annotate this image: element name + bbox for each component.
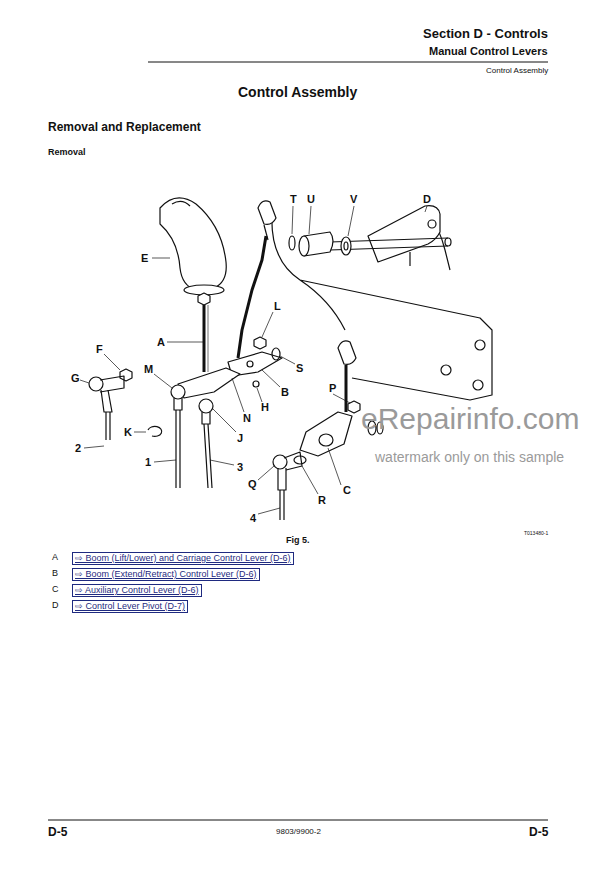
list-letter: C	[52, 585, 59, 595]
part-letter: D	[423, 193, 431, 205]
link-box: ⇨ Control Lever Pivot (D-7)	[72, 600, 188, 613]
callout-number: 4	[250, 512, 256, 524]
part-letter: Q	[248, 478, 257, 490]
list-letter: D	[52, 601, 59, 611]
watermark: eRepairinfo.com	[361, 402, 579, 435]
link-box: ⇨ Boom (Lift/Lower) and Carriage Control…	[72, 552, 294, 565]
part-letter: E	[141, 252, 148, 264]
link-text: ⇨ Boom (Lift/Lower) and Carriage Control…	[75, 553, 291, 563]
link-text: ⇨ Auxiliary Control Lever (D-6)	[75, 585, 199, 595]
part-letter: C	[343, 484, 351, 496]
link-text: ⇨ Boom (Extend/Retract) Control Lever (D…	[75, 569, 257, 579]
drawing-number: T013480-1	[524, 531, 548, 537]
link-text: ⇨ Control Lever Pivot (D-7)	[75, 601, 185, 611]
part-letter: K	[124, 426, 132, 438]
page-number: D-5	[529, 826, 548, 839]
part-letter: V	[350, 193, 357, 205]
list-letter: A	[52, 553, 58, 563]
watermark: watermark only on this sample	[375, 450, 564, 465]
procedure-heading: Removal	[48, 148, 86, 158]
part-letter: G	[71, 372, 80, 384]
section-heading: Section D - Controls	[423, 27, 548, 41]
callout-number: 1	[145, 456, 151, 468]
callout-number: 3	[237, 461, 243, 473]
part-letter: H	[261, 401, 269, 413]
figure-caption: Fig 5.	[286, 536, 310, 546]
part-letter: T	[290, 193, 297, 205]
part-letter: A	[157, 336, 165, 348]
page-number: D-5	[48, 826, 67, 839]
part-letter: M	[144, 363, 153, 375]
document-number: 9803/9900-2	[276, 828, 321, 837]
part-letter: R	[318, 494, 326, 506]
part-letter: P	[329, 382, 336, 394]
page-title: Control Assembly	[238, 85, 357, 100]
part-letter: F	[96, 343, 103, 355]
link-box: ⇨ Auxiliary Control Lever (D-6)	[72, 584, 202, 597]
link-box: ⇨ Boom (Extend/Retract) Control Lever (D…	[72, 568, 260, 581]
subsection-heading: Removal and Replacement	[48, 121, 201, 134]
page-topic: Control Assembly	[486, 67, 548, 76]
callout-number: 2	[75, 442, 81, 454]
list-letter: B	[52, 569, 58, 579]
part-letter: B	[281, 386, 289, 398]
section-subheading: Manual Control Levers	[429, 45, 548, 57]
part-letter: N	[243, 412, 251, 424]
part-letter: S	[296, 362, 303, 374]
part-letter: J	[237, 432, 243, 444]
part-letter: L	[274, 300, 281, 312]
part-letter: U	[307, 193, 315, 205]
